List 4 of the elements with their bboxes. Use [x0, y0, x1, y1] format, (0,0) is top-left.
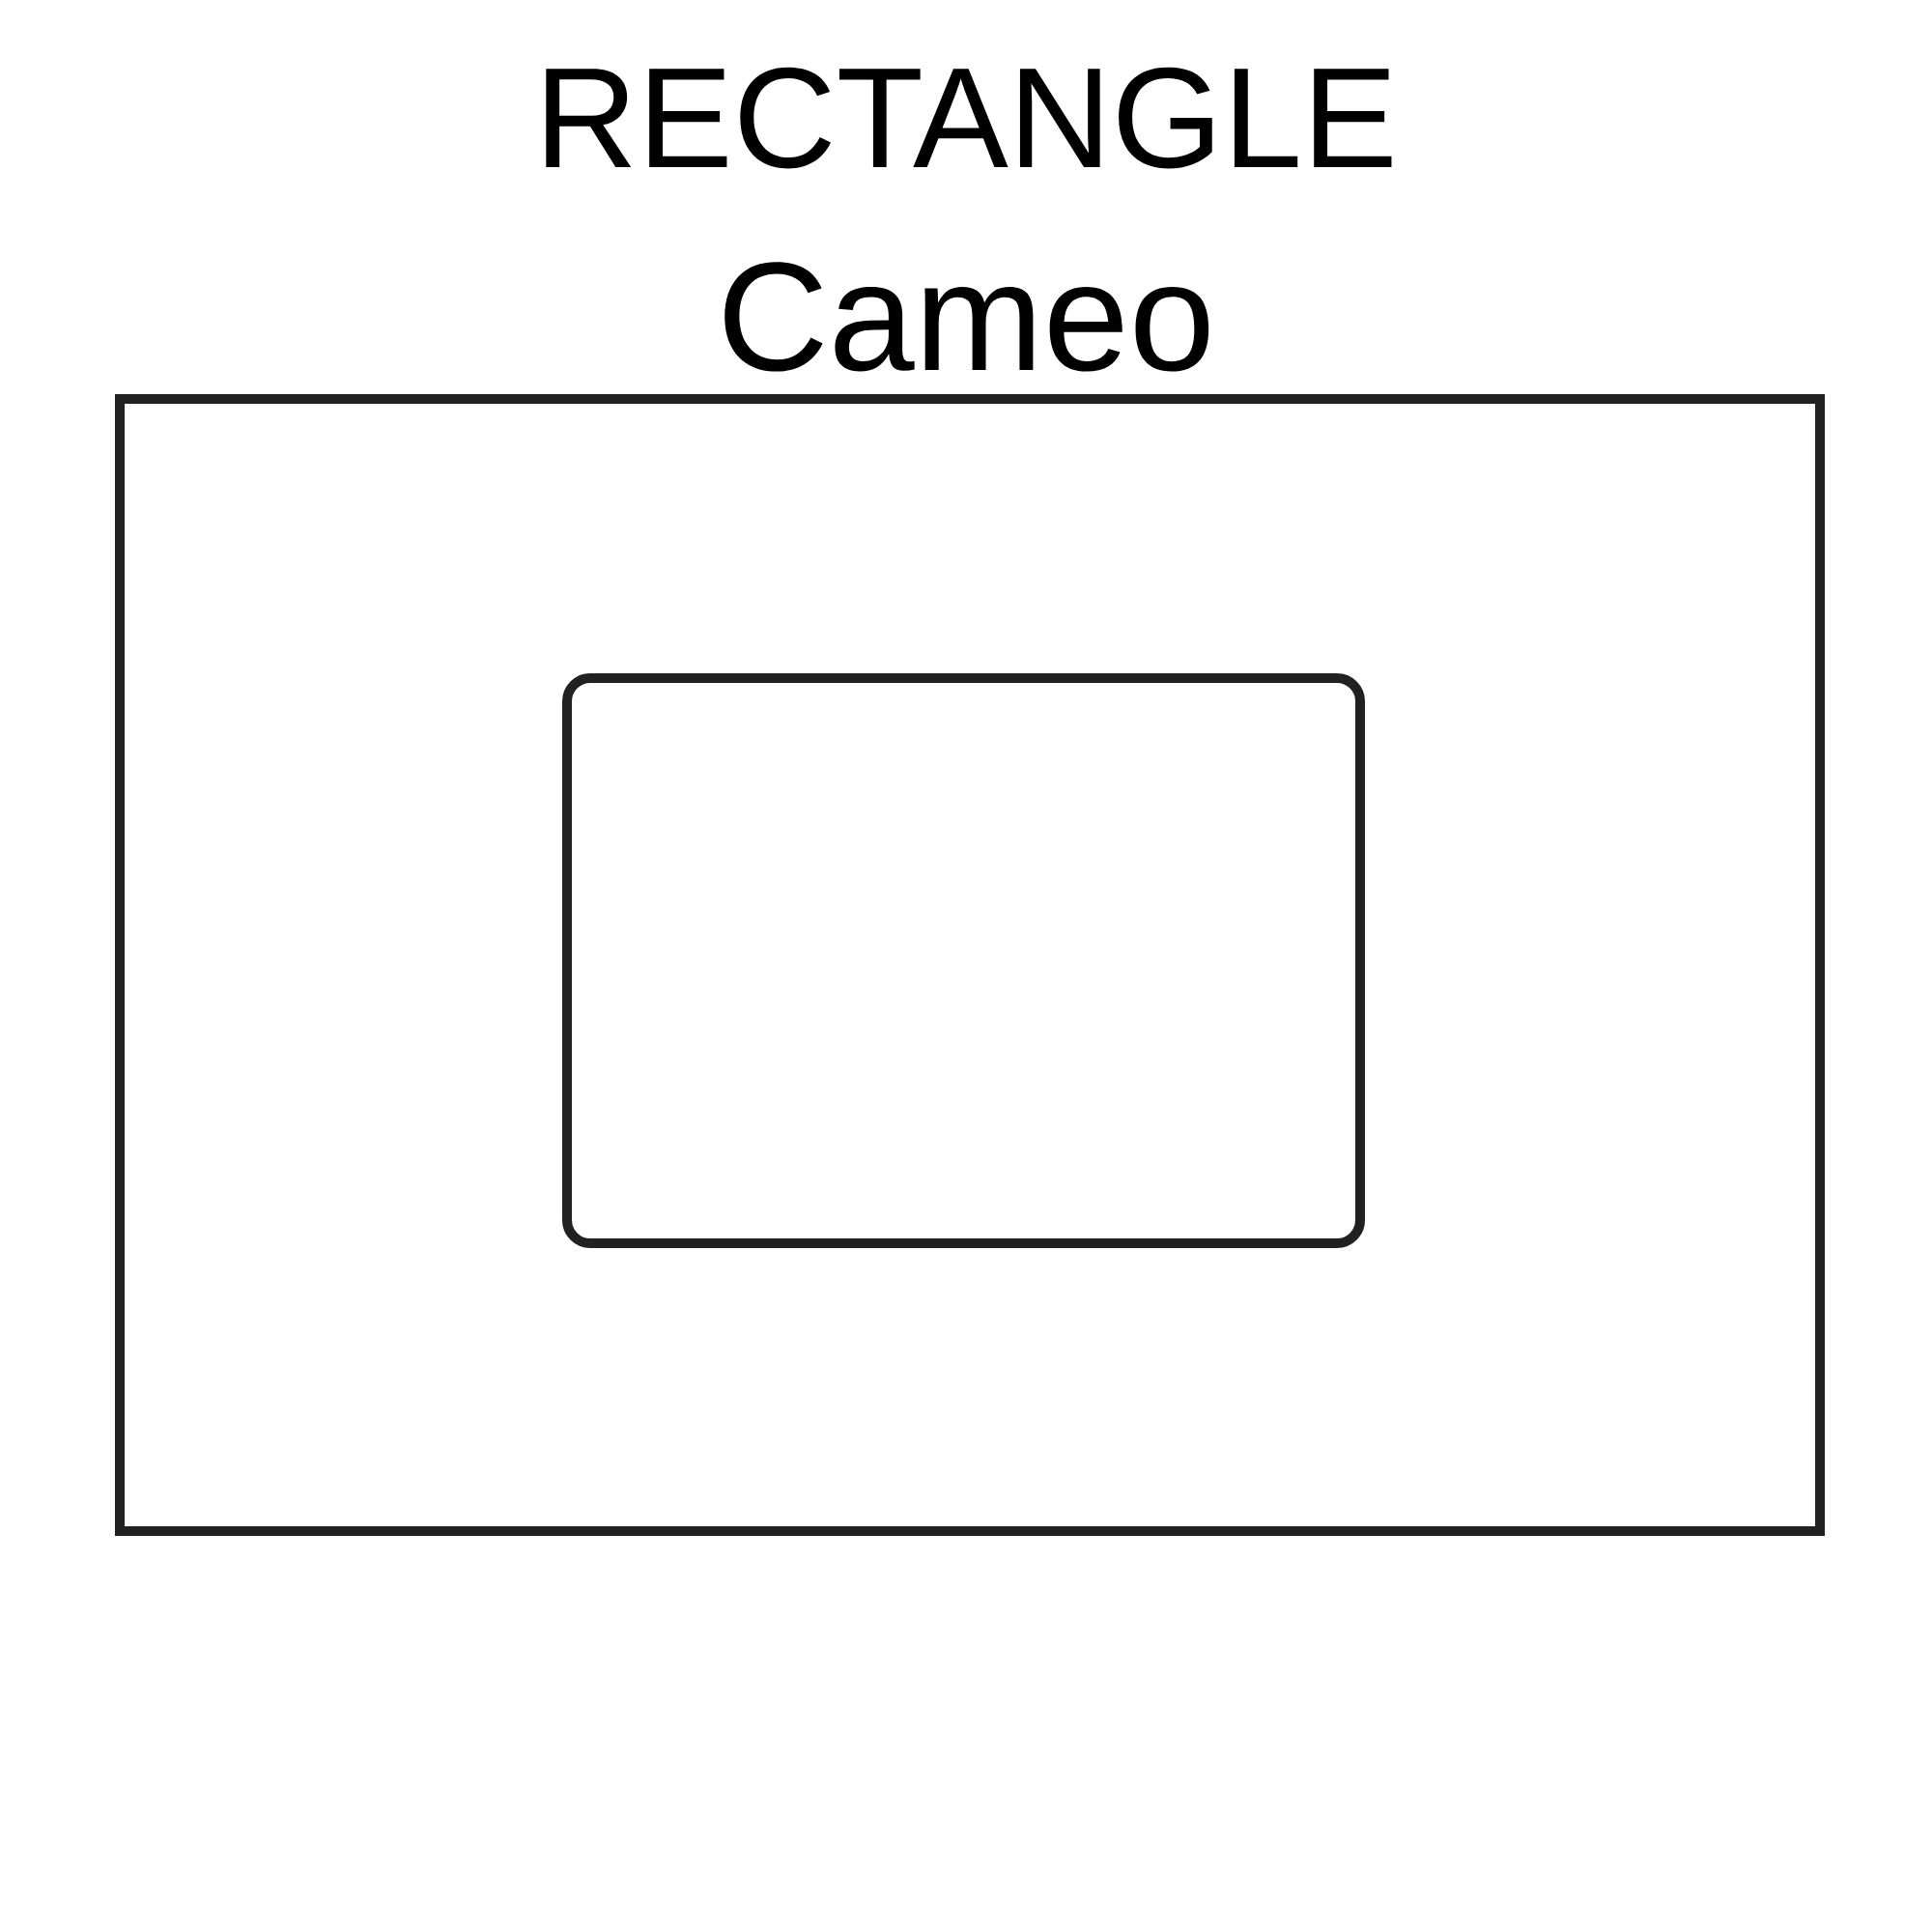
cameo-opening	[562, 673, 1365, 1248]
subtitle: Cameo	[724, 262, 1209, 372]
title: RECTANGLE	[546, 67, 1392, 169]
frame-rectangle	[115, 394, 1826, 1536]
